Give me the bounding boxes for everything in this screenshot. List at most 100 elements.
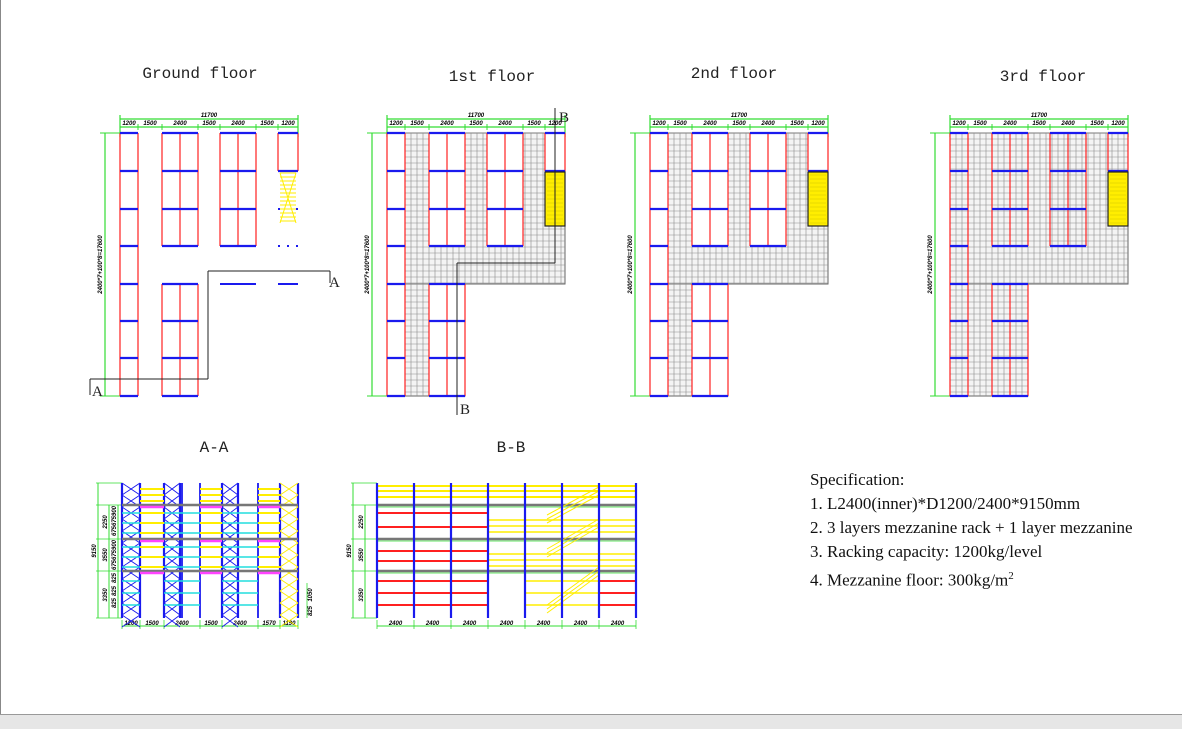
frame-brace xyxy=(279,554,299,568)
bottom-bar xyxy=(0,714,1182,729)
dimension-label: 1200 xyxy=(389,121,403,127)
dimension-label: 2400 xyxy=(232,621,247,627)
dimension-label: 9150 xyxy=(92,544,98,558)
stair-stringer xyxy=(546,494,600,524)
dimension-label: 9150 xyxy=(347,544,353,558)
frame-brace xyxy=(279,590,299,604)
spec-item-2: 2. 3 layers mezzanine rack + 1 layer mez… xyxy=(810,518,1133,537)
stair-stringer xyxy=(546,566,600,606)
spec-item-4-text: 4. Mezzanine floor: 300kg/m xyxy=(810,570,1009,590)
dimension-label: 11700 xyxy=(1031,113,1048,119)
dimension-label: 3350 xyxy=(103,588,109,602)
dimension-label: 2400 xyxy=(172,121,187,127)
dimension-label: 1500 xyxy=(673,121,687,127)
post xyxy=(296,245,298,247)
mezzanine-grid xyxy=(649,132,829,397)
dimension-label: 1500 xyxy=(1032,121,1046,127)
dimension-label: 2400 xyxy=(174,621,189,627)
stair-stringer xyxy=(546,574,600,614)
frame-brace xyxy=(121,542,141,556)
dimension-label: 2400 xyxy=(1002,121,1017,127)
dimension-label: 900 xyxy=(112,505,118,516)
dimension-label: 825 xyxy=(112,572,118,583)
spec-heading: Specification: xyxy=(810,470,905,489)
dimension-label: 1200 xyxy=(124,621,138,627)
dimension-label: 1500 xyxy=(202,121,216,127)
frame-brace xyxy=(121,482,141,496)
frame-brace xyxy=(163,614,181,628)
stair xyxy=(278,172,298,247)
dimension-label: 11700 xyxy=(468,113,485,119)
rack-bay xyxy=(387,133,405,396)
mezzanine-grid xyxy=(386,132,566,397)
dimension-label: 2400 xyxy=(462,621,477,627)
dimension-label: 2400*7+100*8=17600 xyxy=(628,235,634,295)
dimension-label: 2400 xyxy=(536,621,551,627)
dimension-label: 900 xyxy=(112,539,118,550)
spec-item-1: 1. L2400(inner)*D1200/2400*9150mm xyxy=(810,494,1081,513)
plan-title: 2nd floor xyxy=(691,65,777,83)
dimension-label: 11700 xyxy=(731,113,748,119)
rack-bay xyxy=(278,133,298,171)
stair-stringer xyxy=(546,526,600,558)
frame-brace xyxy=(163,542,181,556)
frame-brace xyxy=(221,482,239,496)
dimension-label: 1500 xyxy=(790,121,804,127)
dimension-label: 1500 xyxy=(469,121,483,127)
dimension-label: 1200 xyxy=(652,121,666,127)
dimension-label: 1200 xyxy=(122,121,136,127)
frame-brace xyxy=(221,518,239,532)
dimension-label: 1500 xyxy=(143,121,157,127)
mezzanine-floor xyxy=(386,132,566,285)
frame-brace xyxy=(163,482,181,496)
frame-brace xyxy=(279,506,299,520)
dimension-label: 2400 xyxy=(573,621,588,627)
spec-item-4: 4. Mezzanine floor: 300kg/m2 xyxy=(810,564,1133,593)
frame-brace xyxy=(279,482,299,496)
mezzanine-grid xyxy=(949,132,1129,397)
dimension-label: 2250 xyxy=(359,515,365,530)
frame-brace xyxy=(121,518,141,532)
section-title: A-A xyxy=(200,439,229,457)
dimension-label: 1500 xyxy=(1090,121,1104,127)
dimension-label: 1200 xyxy=(1111,121,1125,127)
dimension-label: 1500 xyxy=(204,621,218,627)
frame-brace xyxy=(279,614,299,628)
dimension-label: 1500 xyxy=(410,121,424,127)
frame-brace xyxy=(121,614,141,628)
dimension-label: 675 xyxy=(112,525,118,536)
section-title: B-B xyxy=(497,439,526,457)
section-mark-a: A xyxy=(92,384,103,400)
dimension-label: 2400 xyxy=(610,621,625,627)
dimension-label: 3550 xyxy=(103,548,109,562)
dimension-label: 825 xyxy=(308,605,314,616)
dimension-label: 2250 xyxy=(103,515,109,530)
dimension-label: 1500 xyxy=(260,121,274,127)
dimension-label: 2400 xyxy=(497,121,512,127)
dimension-label: 3550 xyxy=(359,548,365,562)
dimension-label: 2400*7+100*8=17600 xyxy=(928,235,934,295)
page-border xyxy=(0,0,1,714)
post xyxy=(287,245,289,247)
dimension-label: 675 xyxy=(112,515,118,526)
plan-title: 1st floor xyxy=(449,68,535,86)
frame-brace xyxy=(279,530,299,544)
dimension-label: 1200 xyxy=(952,121,966,127)
dimension-label: 11700 xyxy=(201,113,218,119)
dimension-label: 2400 xyxy=(388,621,403,627)
dimension-label: 825 xyxy=(112,597,118,608)
post xyxy=(296,208,298,210)
dimension-label: 1500 xyxy=(145,621,159,627)
post xyxy=(278,208,280,210)
dimension-label: 2400 xyxy=(760,121,775,127)
frame-brace xyxy=(221,542,239,556)
mezzanine-floor xyxy=(949,132,1129,285)
dimension-label: 2400 xyxy=(425,621,440,627)
mezzanine-floor xyxy=(649,132,829,285)
dimension-label: 2400 xyxy=(1060,121,1075,127)
dimension-label: 1500 xyxy=(973,121,987,127)
stair-stringer xyxy=(546,570,600,610)
dimension-label: 825 xyxy=(112,585,118,596)
